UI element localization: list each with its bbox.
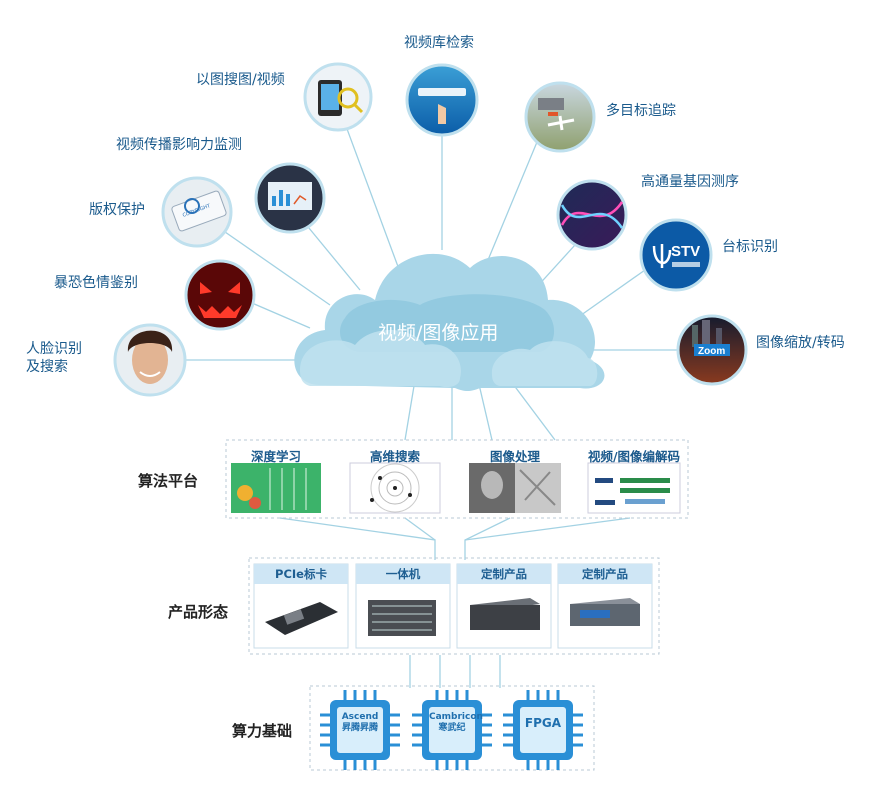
deep-learning-image [231, 463, 321, 513]
chip-cambricon-line1: Cambricon [429, 712, 483, 722]
label-influence: 视频传播影响力监测 [116, 137, 242, 153]
product-box [248, 557, 660, 655]
tv-logo-icon: STV [639, 218, 713, 292]
algo-title-codec: 视频/图像编解码 [587, 449, 681, 464]
face-label-line2: 及搜索 [26, 359, 68, 375]
product-title-pcie: PCIe标卡 [254, 564, 348, 584]
face-label-line1: 人脸识别 [26, 341, 82, 357]
connector-lines [185, 109, 690, 688]
analytics-laptop-icon [254, 162, 326, 234]
video-search-icon [405, 63, 479, 137]
cloud-label: 视频/图像应用 [378, 322, 499, 344]
label-image-search: 以图搜图/视频 [196, 72, 285, 88]
zoom-text: Zoom [698, 346, 725, 357]
devil-face-icon [184, 259, 256, 331]
product-title-custom-1: 定制产品 [457, 564, 551, 584]
label-face-recognition: 人脸识别及搜索 [26, 340, 96, 376]
label-tracking: 多目标追踪 [606, 103, 676, 119]
chip-icon-cambricon [412, 690, 492, 770]
zoom-city-icon: Zoom [676, 314, 748, 386]
algo-platform-box [225, 439, 689, 519]
compute-box [309, 685, 595, 771]
cloud-shape [294, 253, 605, 391]
label-logo: 台标识别 [722, 239, 778, 255]
dna-helix-icon [556, 179, 628, 251]
chip-icon-fpga [503, 690, 583, 770]
codec-image [587, 462, 681, 514]
chip-ascend-line2: 昇腾昇腾 [341, 723, 378, 733]
chip-ascend-line1: Ascend [341, 712, 379, 722]
product-title-appliance: 一体机 [356, 564, 450, 584]
label-violence: 暴恐色情鉴别 [54, 275, 138, 291]
row-label-algo: 算法平台 [138, 472, 199, 490]
algo-title-deep-learning: 深度学习 [250, 449, 301, 464]
label-zoom: 图像缩放/转码 [756, 335, 845, 351]
stv-text: STV [671, 243, 700, 260]
chip-cambricon-line2: 寒武纪 [438, 723, 466, 733]
product-title-custom-2: 定制产品 [558, 564, 652, 584]
copyright-icon [161, 176, 233, 248]
algo-title-image-processing: 图像处理 [489, 449, 540, 464]
image-search-icon [303, 62, 373, 132]
row-label-compute: 算力基础 [232, 722, 293, 740]
chip-fpga-text: FPGA [520, 716, 566, 730]
high-dim-search-image [349, 462, 441, 514]
aerial-tracking-icon [524, 81, 596, 153]
algo-title-search: 高维搜索 [369, 449, 420, 464]
face-icon [113, 323, 187, 397]
label-video-search: 视频库检索 [404, 35, 474, 51]
chip-icon-ascend [320, 690, 400, 770]
label-copyright: 版权保护 [89, 202, 145, 218]
row-label-product: 产品形态 [168, 603, 229, 621]
chip-fpga-line1: FPGA [524, 716, 562, 730]
label-gene: 高通量基因测序 [641, 174, 739, 190]
image-processing-image [469, 463, 561, 513]
